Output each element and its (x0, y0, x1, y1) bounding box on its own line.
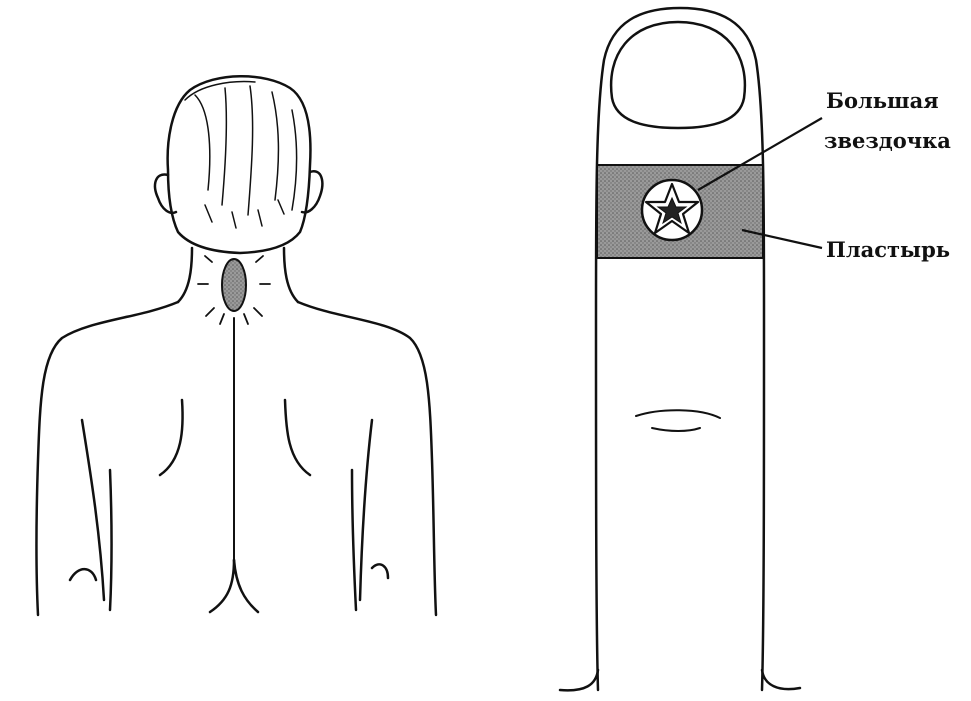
right-elbow (372, 564, 388, 578)
lower-back-left (210, 560, 234, 612)
left-torso (110, 470, 112, 610)
big-star-label-line2: звездочка (824, 126, 951, 156)
neck-point-marker (198, 256, 270, 324)
neck-spot (222, 259, 246, 311)
right-inner-arm (360, 420, 372, 600)
finger-base-left (560, 670, 598, 690)
knuckle-crease-bottom (652, 428, 700, 431)
plaster-label: Пластырь (826, 235, 950, 265)
left-ear (155, 175, 176, 213)
big-star-icon (642, 180, 702, 240)
right-torso (352, 470, 356, 610)
human-back-figure (37, 76, 437, 615)
finger-figure (560, 8, 800, 690)
head-outline (168, 76, 311, 253)
hair-strokes (185, 82, 297, 228)
big-star-label-line1: Большая (826, 86, 939, 116)
right-ear (302, 171, 322, 212)
knuckle-crease-top (636, 410, 720, 418)
finger-base-right (762, 670, 800, 689)
left-shoulder-arm (37, 302, 179, 615)
left-shoulder-blade (160, 400, 183, 475)
neck-right (284, 248, 298, 302)
fingernail (611, 22, 745, 128)
right-shoulder-blade (285, 400, 310, 475)
neck-left (178, 248, 192, 302)
left-elbow (70, 569, 96, 580)
lower-back-right (234, 560, 258, 612)
